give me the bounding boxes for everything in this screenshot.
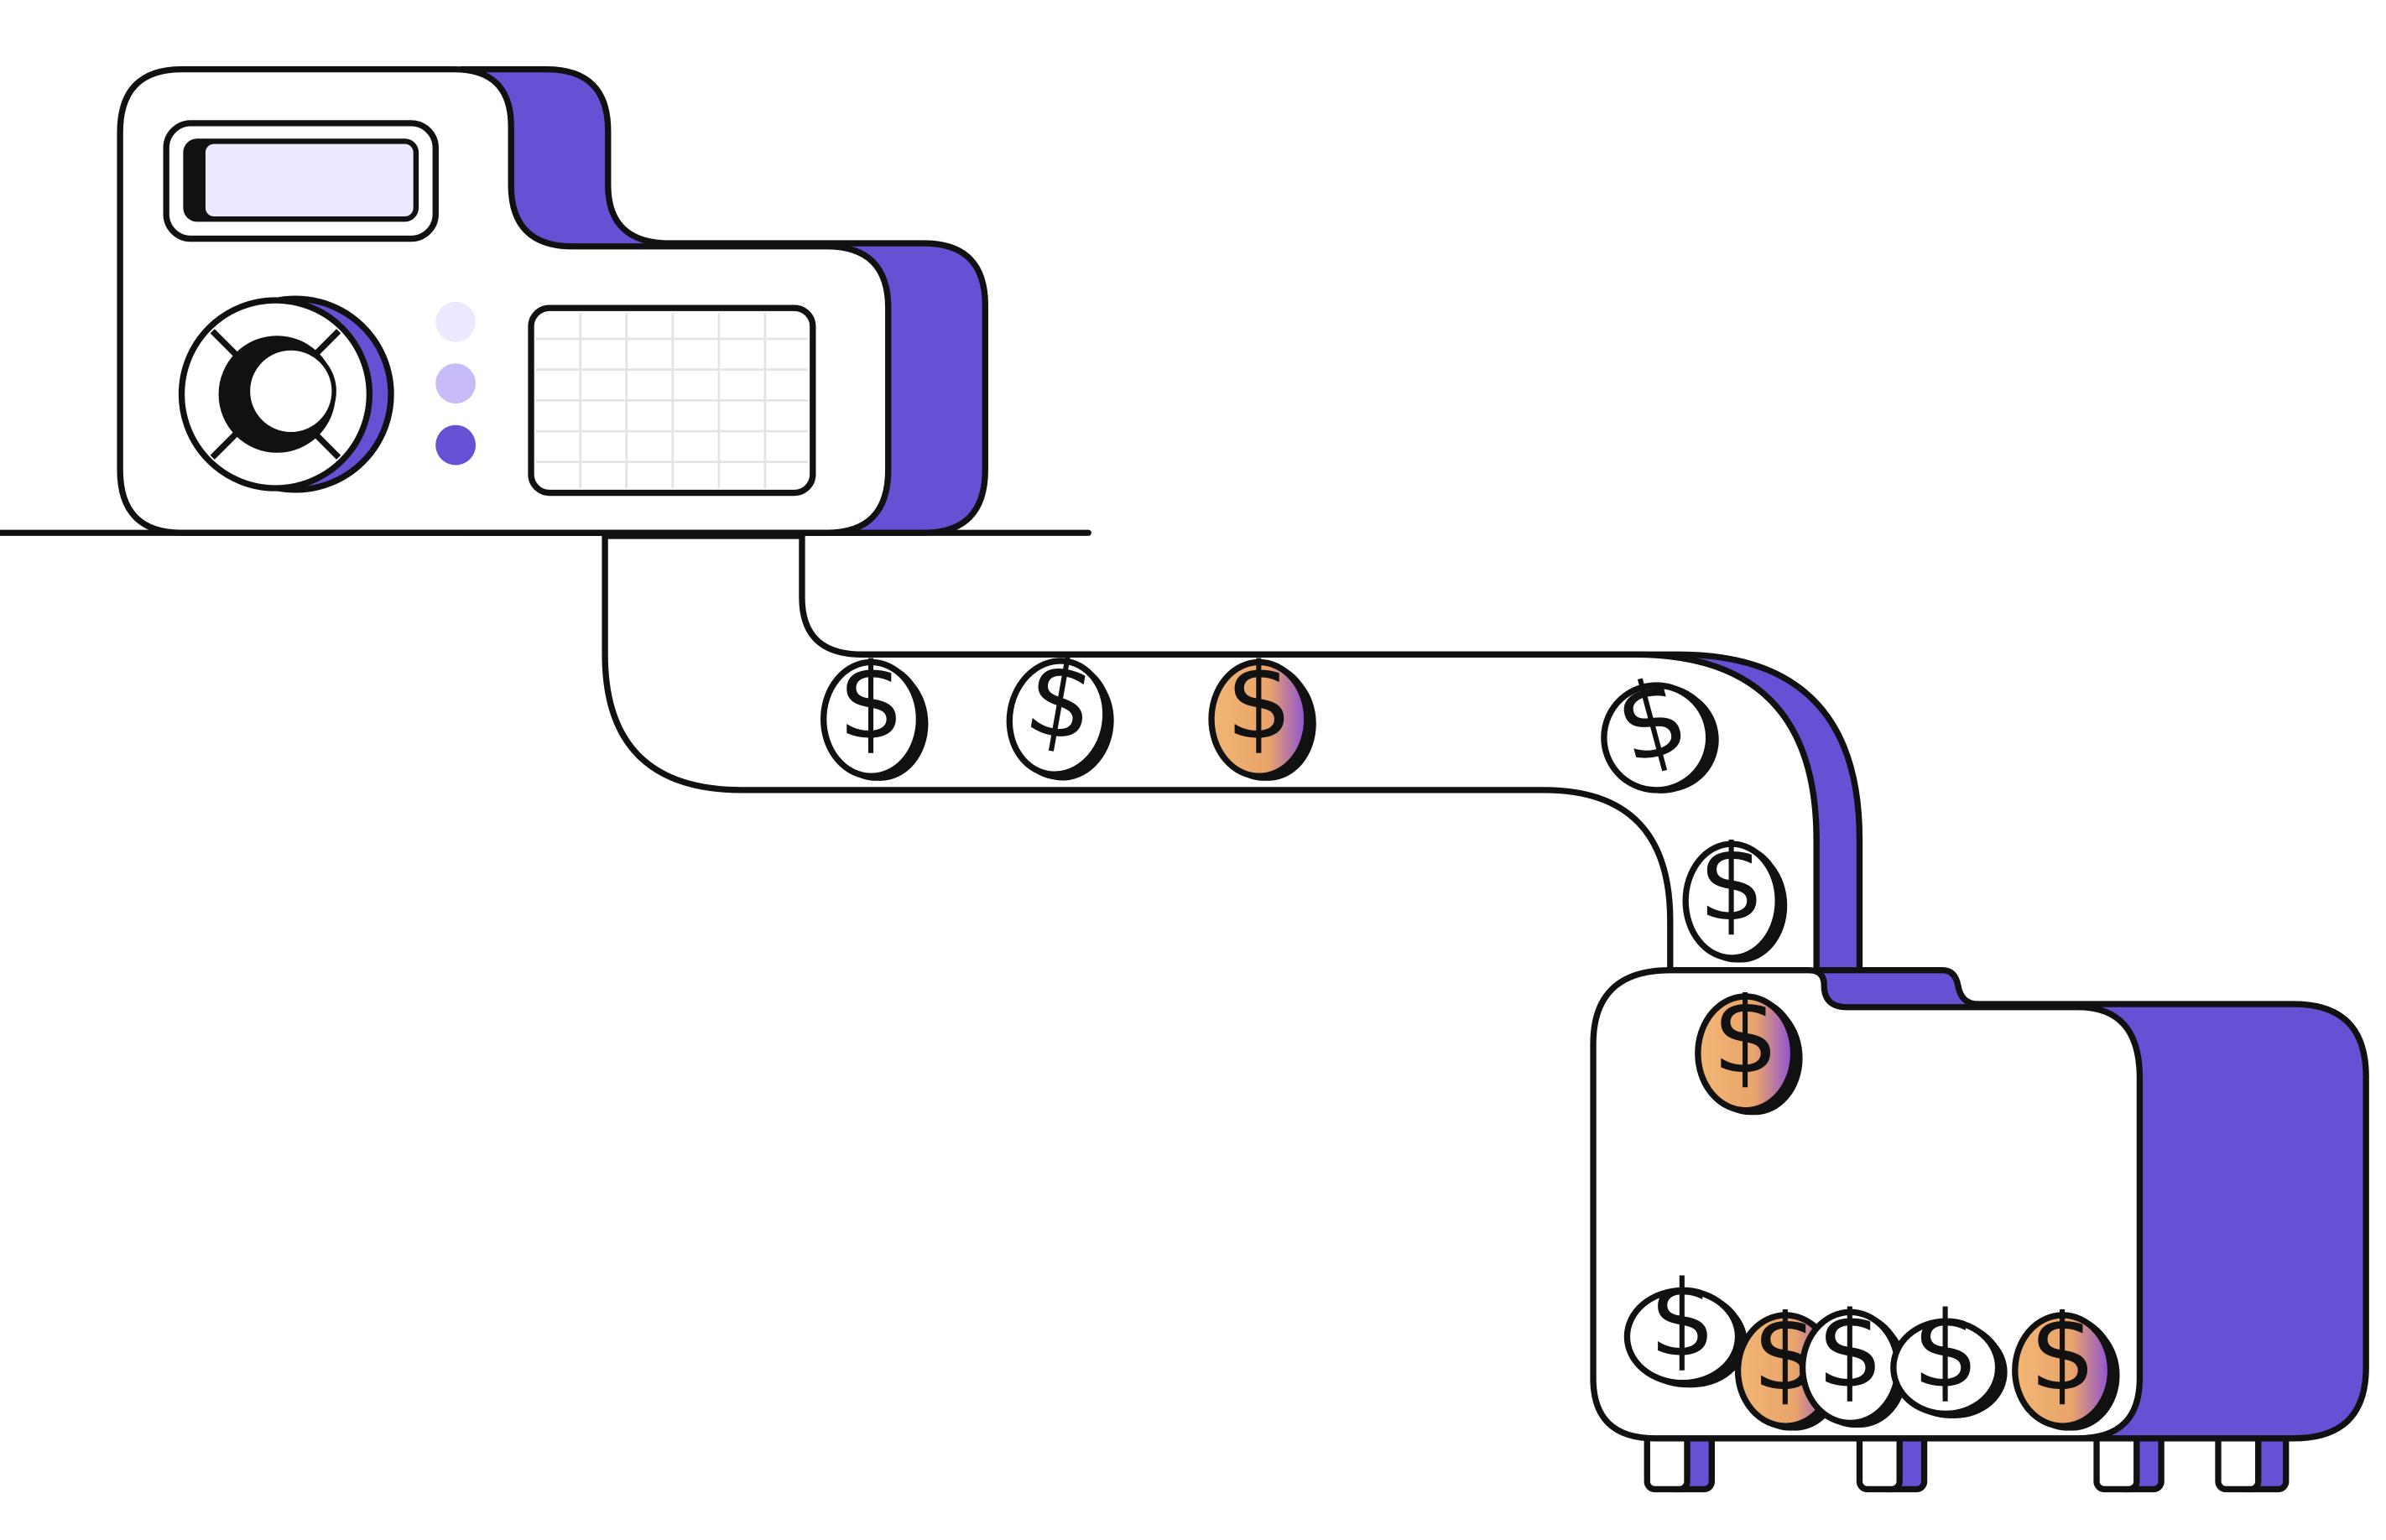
indicator-light-icon (435, 424, 476, 466)
lcd-display-icon (163, 120, 439, 242)
coin-face (2012, 1312, 2114, 1429)
dollar-coin-icon: $ (1695, 976, 1803, 1116)
dollar-coin-icon: $ (2012, 1293, 2120, 1431)
dollar-coin-icon: $ (1623, 1259, 1748, 1388)
coin-dollar-symbol: $ (1817, 1289, 1883, 1411)
coin-face (1695, 993, 1797, 1114)
grid-screen-icon (528, 304, 816, 497)
coin-dollar-symbol: $ (1649, 1259, 1716, 1381)
coin-face (1208, 658, 1310, 780)
top-machine (0, 65, 1091, 536)
dollar-coin-icon: $ (1799, 1289, 1908, 1428)
coin-dollar-symbol: $ (2029, 1293, 2096, 1414)
coin-dollar-symbol: $ (1913, 1289, 1979, 1411)
indicator-light-icon (435, 301, 476, 342)
coin-dollar-symbol: $ (838, 641, 904, 762)
coin-face (1682, 840, 1781, 961)
coin-dollar-symbol: $ (1712, 976, 1779, 1097)
coin-face (1890, 1318, 2002, 1418)
conveyor-tube-body (602, 533, 1820, 977)
dial-knob-icon[interactable] (178, 295, 394, 493)
coin-face (1623, 1287, 1742, 1387)
coin-dollar-symbol: $ (1226, 641, 1292, 762)
dollar-coin-icon: $ (1890, 1289, 2008, 1418)
coins-layer: $$$$$$$$$$$ (820, 635, 2120, 1431)
coin-dollar-symbol: $ (1699, 823, 1765, 944)
dollar-coin-icon: $ (1006, 635, 1114, 781)
coin-face (820, 658, 923, 780)
dollar-coin-icon: $ (820, 641, 929, 781)
indicator-light-icon (435, 363, 476, 404)
dollar-coin-icon: $ (1682, 823, 1788, 963)
coin-face (1601, 682, 1712, 793)
dollar-coin-icon: $ (1208, 641, 1316, 781)
coin-face (1006, 658, 1109, 778)
